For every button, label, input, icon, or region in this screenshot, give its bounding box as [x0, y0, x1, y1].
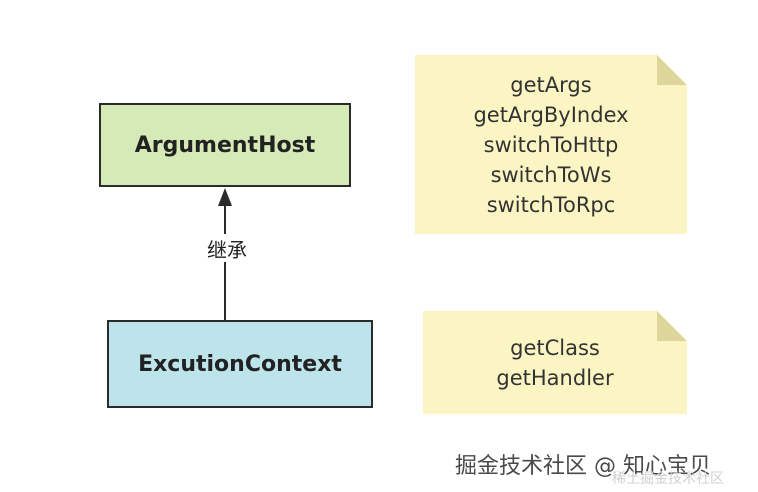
- method-note-execution-context: getClass getHandler: [423, 311, 687, 414]
- method-item: switchToRpc: [486, 192, 616, 217]
- watermark-text: 掘金技术社区 @ 知心宝贝: [455, 454, 711, 479]
- method-item: switchToHttp: [483, 132, 619, 157]
- class-box-argument-host: ArgumentHost: [99, 103, 351, 187]
- method-item: getHandler: [496, 365, 614, 390]
- inheritance-label: 继承: [199, 234, 255, 262]
- watermark-ghost-text: 稀土掘金技术社区: [612, 471, 724, 487]
- class-name-execution-context: ExcutionContext: [138, 351, 342, 377]
- arrow-up-icon: [218, 188, 232, 206]
- method-item: getArgs: [510, 72, 592, 97]
- class-name-argument-host: ArgumentHost: [134, 132, 316, 158]
- method-item: getClass: [510, 335, 600, 360]
- method-item: getArgByIndex: [473, 102, 629, 127]
- method-note-argument-host: getArgs getArgByIndex switchToHttp switc…: [415, 55, 687, 234]
- class-box-execution-context: ExcutionContext: [107, 320, 373, 408]
- method-item: switchToWs: [490, 162, 612, 187]
